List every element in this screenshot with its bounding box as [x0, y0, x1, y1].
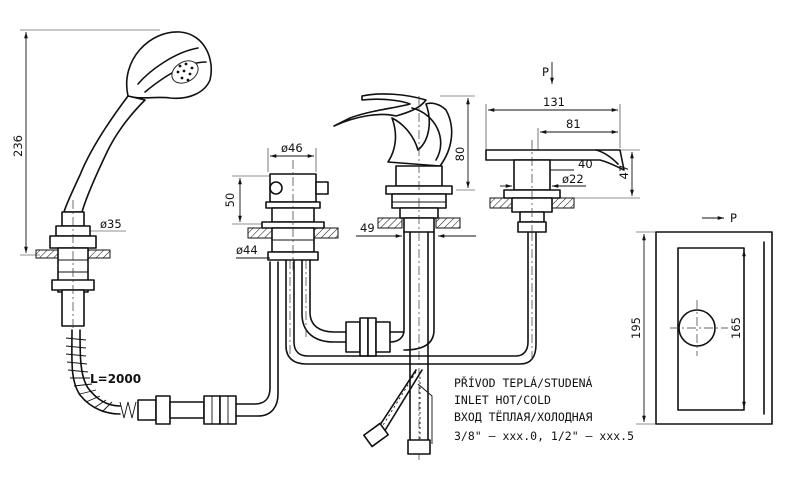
note-line-2: INLET HOT/COLD	[454, 393, 551, 407]
note-line-1: PŘÍVOD TEPLÁ/STUDENÁ	[454, 375, 593, 390]
dim-49: 49	[360, 221, 375, 235]
shower-nozzles	[176, 62, 194, 82]
mixer: P 80 49	[333, 62, 554, 460]
hose: L=2000	[65, 261, 279, 425]
diverter-valve: ø46 50 ø44	[223, 141, 339, 270]
dim-o22: ø22	[562, 172, 584, 186]
dim-195: 195	[629, 317, 643, 339]
hand-shower: 236 ø35	[11, 29, 212, 330]
inlet-hoses	[362, 369, 431, 455]
dim-47: 47	[617, 165, 631, 180]
dim-o46: ø46	[281, 141, 303, 155]
dim-81: 81	[566, 117, 581, 131]
spout: 131 81 40 47 ø22	[485, 95, 640, 233]
dim-hose-length: L=2000	[90, 372, 141, 386]
dim-o35: ø35	[100, 217, 122, 231]
dim-40: 40	[578, 157, 593, 171]
supply-pipes	[285, 231, 537, 365]
dim-236: 236	[11, 135, 25, 157]
dim-131: 131	[543, 95, 565, 109]
arrow-p-right-label: P	[730, 211, 737, 225]
dim-80: 80	[453, 147, 467, 162]
dim-50: 50	[223, 193, 237, 208]
arrow-p-top-label: P	[542, 65, 549, 79]
dim-165: 165	[729, 317, 743, 339]
dim-o44: ø44	[236, 243, 258, 257]
note-line-4: 3/8" – xxx.0, 1/2" – xxx.5	[454, 429, 634, 443]
note-line-3: ВХОД ТЁПЛАЯ/ХОЛОДНАЯ	[454, 409, 593, 424]
plate-top-view: P 195 165	[629, 211, 773, 425]
inlet-note: PŘÍVOD TEPLÁ/STUDENÁ INLET HOT/COLD ВХОД…	[417, 375, 634, 444]
